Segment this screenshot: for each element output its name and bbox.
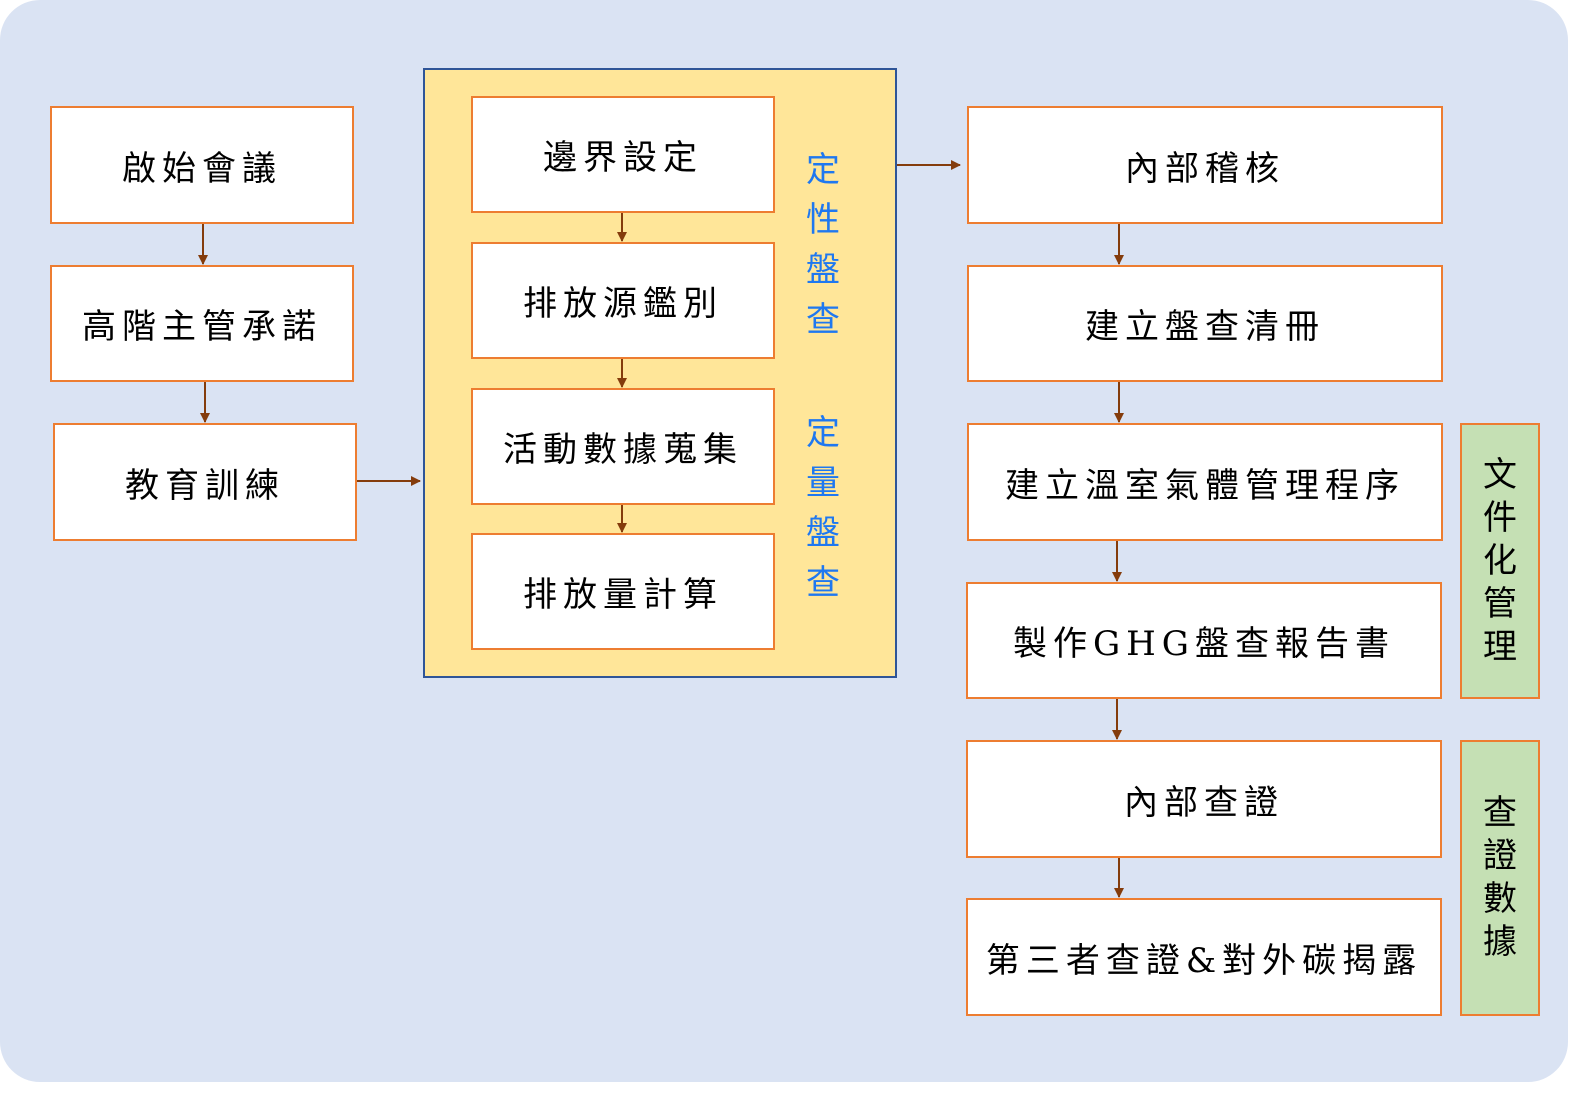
step-third-party-verification: 第三者查證&對外碳揭露 (966, 898, 1442, 1016)
qualitative-inventory-label: 定性盤查 (806, 150, 840, 340)
step-kickoff-meeting: 啟始會議 (50, 106, 354, 224)
step-boundary-setting: 邊界設定 (471, 96, 775, 213)
documentation-management-label: 文件化管理 (1460, 423, 1540, 699)
documentation-text: 文件化管理 (1483, 454, 1517, 667)
step-training: 教育訓練 (53, 423, 357, 541)
verification-data-label: 查證數據 (1460, 740, 1540, 1016)
step-activity-data: 活動數據蒐集 (471, 388, 775, 505)
verification-text: 查證數據 (1483, 793, 1517, 962)
step-internal-verification: 內部查證 (966, 740, 1442, 858)
step-inventory-list: 建立盤查清冊 (967, 265, 1443, 382)
step-source-identification: 排放源鑑別 (471, 242, 775, 359)
step-emission-calculation: 排放量計算 (471, 533, 775, 650)
step-ghg-report: 製作GHG盤查報告書 (966, 582, 1442, 699)
step-management-commitment: 高階主管承諾 (50, 265, 354, 382)
step-internal-audit: 內部稽核 (967, 106, 1443, 224)
step-ghg-procedure: 建立溫室氣體管理程序 (967, 423, 1443, 541)
quantitative-inventory-label: 定量盤查 (806, 413, 840, 603)
